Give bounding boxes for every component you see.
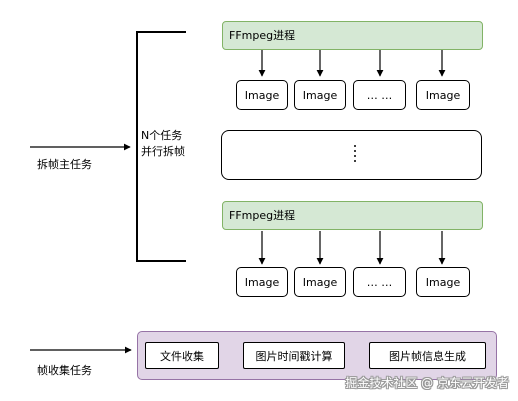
pipeline-step-frame-info-generation: 图片帧信息生成: [369, 342, 486, 369]
parallel-tasks-bracket: [136, 31, 186, 262]
image-box-bottom-1: Image: [236, 267, 288, 297]
ffmpeg-process-bottom-label: FFmpeg进程: [229, 209, 296, 222]
image-box-top-ellipsis: … …: [353, 80, 406, 110]
image-box-bottom-2: Image: [294, 267, 346, 297]
watermark-text: 掘金技术社区 @ 京东云开发者: [345, 376, 509, 390]
ffmpeg-process-top: FFmpeg进程: [222, 21, 483, 50]
image-box-bottom-4: Image: [416, 267, 470, 297]
ffmpeg-process-top-label: FFmpeg进程: [229, 29, 296, 42]
pipeline-step-timestamp-calculation: 图片时间戳计算: [243, 342, 345, 369]
vertical-ellipsis-icon: [353, 145, 357, 162]
parallel-tasks-label: N个任务 并行拆帧: [141, 128, 185, 160]
parallel-tasks-label-line2: 并行拆帧: [141, 145, 185, 158]
split-main-task-label: 拆帧主任务: [37, 158, 92, 171]
pipeline-step-file-collection: 文件收集: [145, 342, 219, 369]
more-processes-box: [221, 130, 482, 180]
image-box-bottom-ellipsis: … …: [353, 267, 406, 297]
ffmpeg-process-bottom: FFmpeg进程: [222, 201, 483, 230]
collect-task-label: 帧收集任务: [37, 364, 92, 377]
image-box-top-2: Image: [294, 80, 346, 110]
image-box-top-1: Image: [236, 80, 288, 110]
parallel-tasks-label-line1: N个任务: [141, 129, 183, 142]
image-box-top-4: Image: [416, 80, 470, 110]
